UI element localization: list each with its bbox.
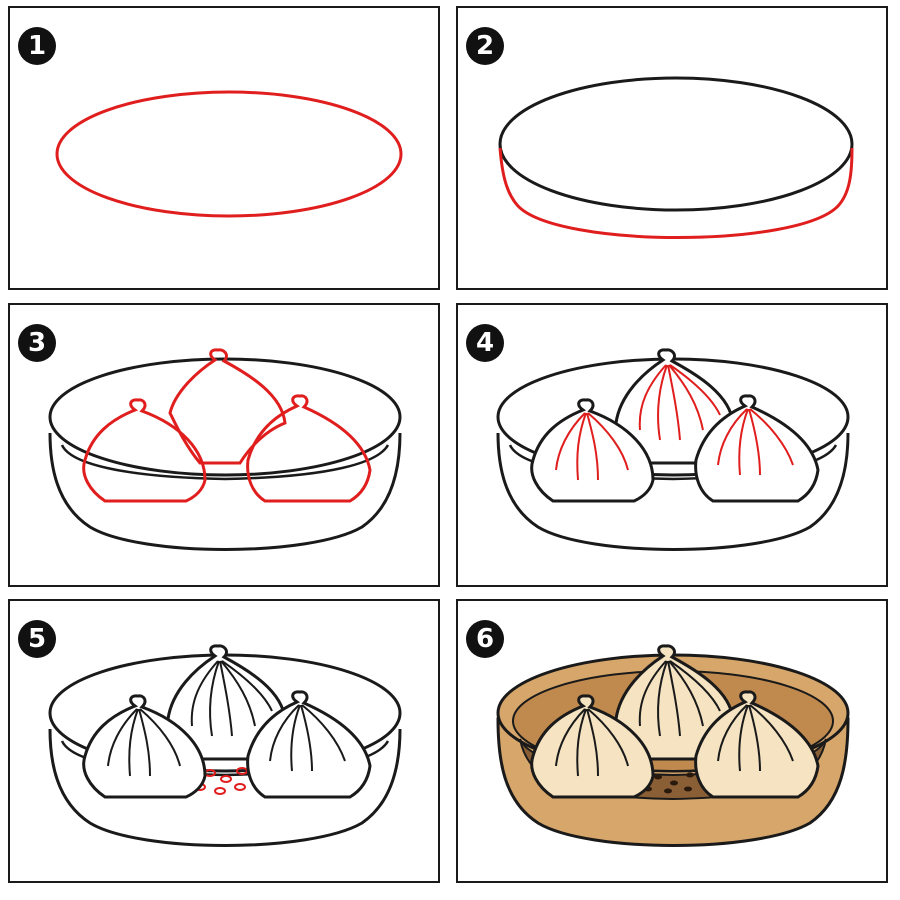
step-5-drawing — [48, 644, 402, 847]
pleats-right — [717, 408, 794, 476]
dumpling-outline-back — [168, 348, 287, 465]
step-number-badge: 1 — [18, 27, 56, 65]
pleats-right — [269, 704, 346, 772]
bowl-rim-ellipse — [55, 90, 403, 218]
step-6-panel: 6 — [456, 599, 888, 883]
step-2-drawing — [498, 76, 854, 239]
dumpling-outline-right — [246, 394, 372, 503]
step-number-badge: 6 — [466, 620, 504, 658]
dumpling-right — [694, 690, 820, 799]
step-5-panel: 5 — [8, 599, 440, 883]
step-3-drawing — [48, 348, 402, 551]
step-6-drawing — [496, 644, 850, 847]
bowl-body — [48, 432, 402, 551]
bowl-body — [48, 728, 402, 847]
dumpling-left — [82, 694, 207, 799]
bowl-base-curve — [498, 147, 854, 239]
step-number-badge: 5 — [18, 620, 56, 658]
bowl-body — [496, 432, 850, 551]
bowl-rim-outer — [48, 357, 402, 477]
dumpling-right — [246, 690, 372, 799]
pleats-back — [638, 364, 721, 441]
dumpling-outline-left — [82, 398, 207, 503]
pleats-right — [717, 704, 794, 772]
step-1-panel: 1 — [8, 6, 440, 290]
dumpling-left — [530, 398, 655, 503]
dumpling-right — [694, 394, 820, 503]
bowl-rim-ellipse — [498, 76, 854, 212]
pleats-back — [638, 660, 721, 737]
step-number-badge: 3 — [18, 324, 56, 362]
pleats-left — [555, 708, 629, 777]
step-1-drawing — [55, 90, 403, 218]
step-number-badge: 2 — [466, 27, 504, 65]
step-3-panel: 3 — [8, 303, 440, 587]
dumpling-left — [530, 694, 655, 799]
step-4-drawing — [496, 348, 850, 551]
pleats-left — [107, 708, 181, 777]
step-number-badge: 4 — [466, 324, 504, 362]
step-4-panel: 4 — [456, 303, 888, 587]
pleats-back — [190, 660, 273, 737]
step-2-panel: 2 — [456, 6, 888, 290]
pleats-left — [555, 412, 629, 481]
